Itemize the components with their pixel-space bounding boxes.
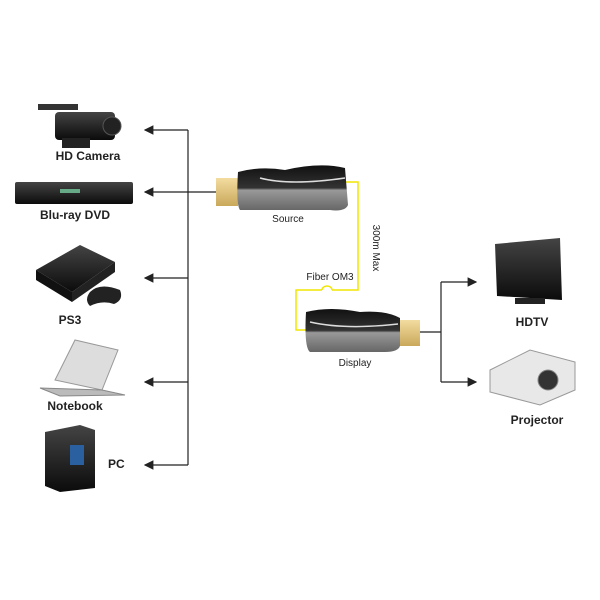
notebook-label: Notebook (47, 399, 103, 413)
hd-camera-image (38, 104, 122, 148)
ps3-label: PS3 (59, 313, 82, 327)
ps3-image (36, 245, 122, 306)
hdtv-image (495, 238, 562, 304)
source-adapter (216, 165, 348, 211)
source-label: Source (272, 214, 304, 225)
bluray-player-image (15, 182, 133, 204)
fiber-cable (295, 181, 359, 331)
cable-type-label: Fiber OM3 (306, 272, 354, 283)
projector-label: Projector (511, 413, 564, 427)
display-label: Display (339, 358, 372, 369)
projector-image (489, 349, 576, 406)
pc-tower-image (45, 425, 95, 492)
display-bus (420, 277, 478, 387)
display-adapter (305, 309, 420, 352)
hd-camera-label: HD Camera (56, 149, 121, 163)
cable-length-label: 300m Max (370, 225, 381, 272)
hdtv-label: HDTV (516, 315, 549, 329)
source-bus (143, 125, 218, 470)
notebook-image (39, 339, 126, 397)
bluray-dvd-label: Blu-ray DVD (40, 208, 110, 222)
pc-label: PC (108, 457, 125, 471)
